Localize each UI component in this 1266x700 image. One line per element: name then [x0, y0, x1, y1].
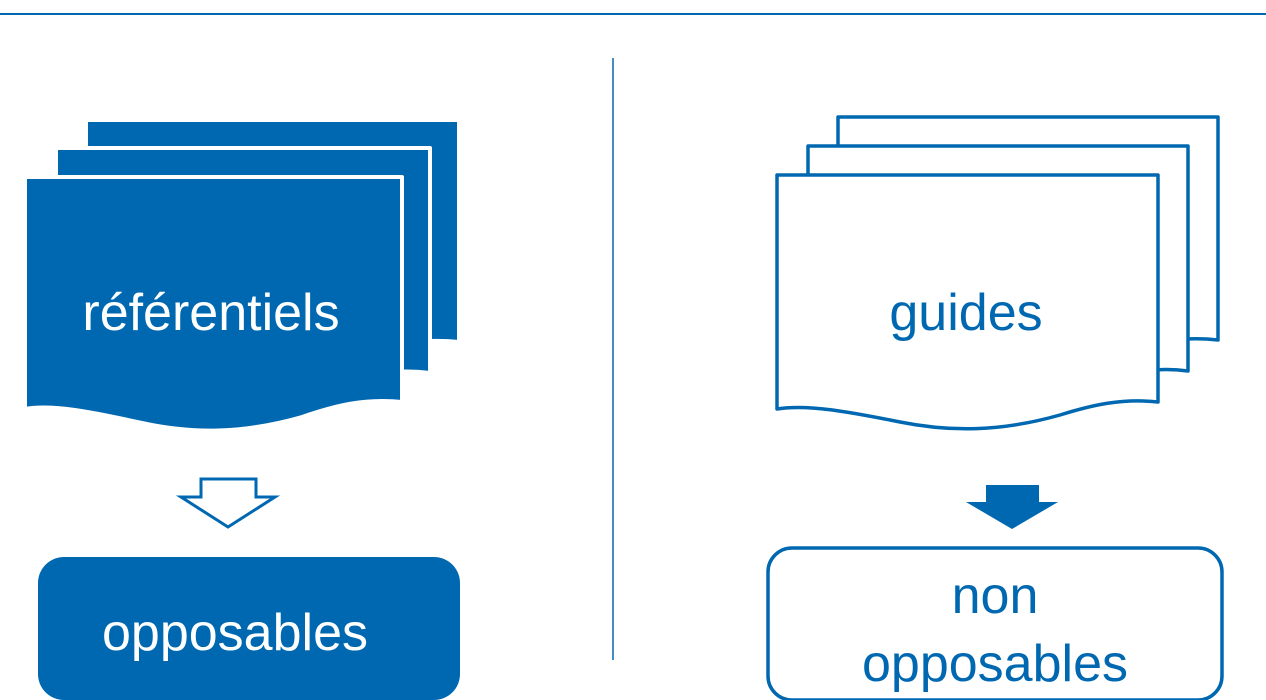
left-result-label: opposables [102, 604, 368, 662]
hollow-down-arrow-icon [175, 477, 281, 529]
left-result-box [38, 557, 460, 700]
right-result-label-line2: opposables [862, 635, 1128, 693]
right-result-box [766, 546, 1224, 700]
solid-down-arrow-icon [966, 485, 1058, 529]
right-front-page [775, 173, 1160, 431]
left-document-stack: référentiels [23, 118, 461, 433]
left-document-label: référentiels [82, 284, 339, 342]
right-document-stack: guides [775, 115, 1220, 431]
right-document-label: guides [889, 284, 1042, 342]
right-result-label-line1: non [952, 567, 1039, 625]
left-front-page [23, 175, 404, 433]
